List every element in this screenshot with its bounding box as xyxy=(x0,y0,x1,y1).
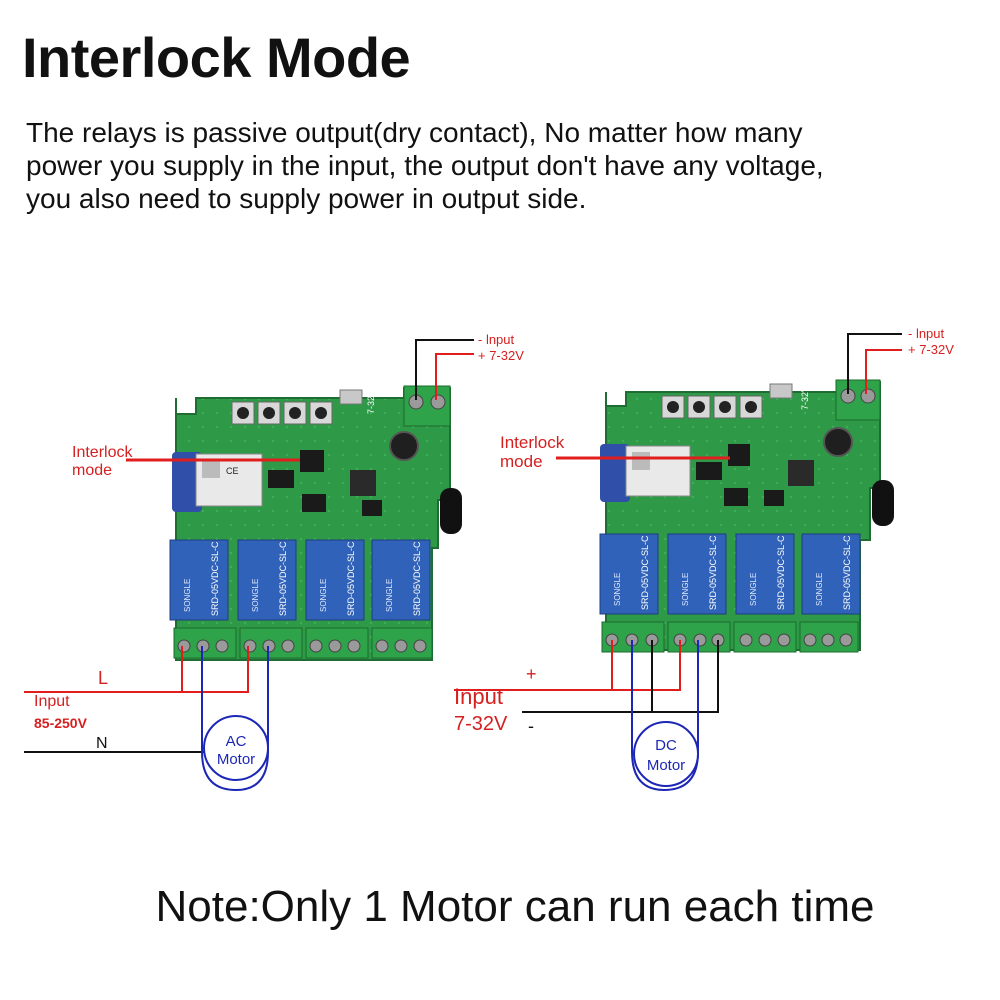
right-inductor xyxy=(788,460,814,486)
right-relay-model: SRD-05VDC-SL-C xyxy=(708,535,718,610)
left-interlock-label: mode xyxy=(72,462,112,479)
left-relay-brand: SONGLE xyxy=(319,579,328,612)
left-chip xyxy=(268,470,294,488)
left-ce-mark: CE xyxy=(226,466,239,476)
right-relay-brand: SONGLE xyxy=(613,573,622,606)
right-relay-model: SRD-05VDC-SL-C xyxy=(776,535,786,610)
right-input-minus-wire xyxy=(847,333,902,394)
left-relay-1 xyxy=(169,539,229,621)
left-relay-3 xyxy=(305,539,365,621)
footer-note: Note:Only 1 Motor can run each time xyxy=(155,882,875,931)
left-input-minus-label: - lnput xyxy=(478,332,515,347)
left-mcu-chip xyxy=(300,450,324,472)
right-board-label: 7-32V AC/DC xyxy=(800,355,810,410)
right-input-minus-label: - lnput xyxy=(908,326,945,341)
right-relay-2 xyxy=(667,533,727,615)
right-plus-label: + xyxy=(526,664,537,684)
right-capacitor xyxy=(823,427,853,457)
left-live-wire xyxy=(24,646,249,693)
right-minus-label: - xyxy=(528,716,534,736)
left-wifi-antenna xyxy=(172,452,202,512)
left-usb-port xyxy=(339,389,363,405)
right-chip xyxy=(696,462,722,480)
left-neutral-label: N xyxy=(96,735,108,752)
right-qr-code xyxy=(632,452,650,470)
right-relay-1 xyxy=(599,533,659,615)
left-relay-model: SRD-05VDC-SL-C xyxy=(210,541,220,616)
left-buttons xyxy=(231,401,333,425)
left-relays: SRD-05VDC-SL-C SRD-05VDC-SL-C SRD-05VDC-… xyxy=(169,539,431,621)
right-interlock-label: Interlock xyxy=(500,433,565,452)
right-plus-wire xyxy=(454,640,681,691)
right-chip xyxy=(724,488,748,506)
left-ac-motor xyxy=(203,715,269,781)
left-motor-label: Motor xyxy=(217,751,255,768)
left-input-plus-wire xyxy=(435,353,474,400)
left-relay-model: SRD-05VDC-SL-C xyxy=(278,541,288,616)
left-capacitor xyxy=(389,431,419,461)
left-antenna-knob xyxy=(440,488,462,534)
left-chip xyxy=(362,500,382,516)
left-relay-board: CE 7-32V AC/DC SRD-05VDC-SL-C xyxy=(24,339,474,792)
page-title: Interlock Mode xyxy=(22,26,411,89)
left-input-label: Input xyxy=(34,693,70,710)
description: The relays is passive output(dry contact… xyxy=(26,116,986,215)
right-motor-label: Motor xyxy=(647,757,685,774)
right-buttons xyxy=(661,395,763,419)
left-relay-4 xyxy=(371,539,431,621)
left-relay-model: SRD-05VDC-SL-C xyxy=(346,541,356,616)
right-usb-port xyxy=(769,383,793,399)
left-interlock-label: Interlock xyxy=(72,444,133,461)
right-relay-4 xyxy=(801,533,861,615)
right-relay-brand: SONGLE xyxy=(749,573,758,606)
left-output-terminals xyxy=(173,627,433,659)
left-inductor xyxy=(350,470,376,496)
description-line-2: power you supply in the input, the outpu… xyxy=(26,150,824,181)
left-motor-label: AC xyxy=(226,733,247,750)
right-motor-label: DC xyxy=(655,737,677,754)
left-motor-wire xyxy=(201,646,269,792)
left-voltage-label: 85-250V xyxy=(34,715,88,731)
right-interlock-label: mode xyxy=(500,452,543,471)
right-minus-wire xyxy=(522,640,719,713)
left-chip xyxy=(302,494,326,512)
left-input-plus-label: + 7-32V xyxy=(478,348,524,363)
right-relays: SRD-05VDC-SL-C SRD-05VDC-SL-C SRD-05VDC-… xyxy=(599,533,861,615)
right-mcu-chip xyxy=(728,444,750,466)
left-qr-code xyxy=(202,460,220,478)
right-voltage-label: 7-32V xyxy=(454,713,508,735)
right-relay-model: SRD-05VDC-SL-C xyxy=(640,535,650,610)
right-input-label: Input xyxy=(454,684,503,709)
right-input-plus-wire xyxy=(865,349,902,394)
right-output-terminals xyxy=(601,621,859,653)
right-dc-motor xyxy=(633,721,699,787)
right-input-plus-label: + 7-32V xyxy=(908,342,954,357)
right-chip xyxy=(764,490,784,506)
right-relay-model: SRD-05VDC-SL-C xyxy=(842,535,852,610)
right-antenna-knob xyxy=(872,480,894,526)
right-relay-board: 7-32V AC/DC SRD-05VDC-SL-C SRD-05VDC-SL-… xyxy=(454,333,902,792)
left-input-minus-wire xyxy=(415,339,474,400)
right-relay-brand: SONGLE xyxy=(681,573,690,606)
left-relay-brand: SONGLE xyxy=(385,579,394,612)
left-relay-2 xyxy=(237,539,297,621)
description-line-1: The relays is passive output(dry contact… xyxy=(26,117,803,148)
left-board-label: 7-32V AC/DC xyxy=(366,359,376,414)
left-relay-model: SRD-05VDC-SL-C xyxy=(412,541,422,616)
right-relay-brand: SONGLE xyxy=(815,573,824,606)
left-live-label: L xyxy=(98,668,108,688)
left-relay-brand: SONGLE xyxy=(183,579,192,612)
right-relay-3 xyxy=(735,533,795,615)
left-relay-brand: SONGLE xyxy=(251,579,260,612)
description-line-3: you also need to supply power in output … xyxy=(26,183,587,214)
